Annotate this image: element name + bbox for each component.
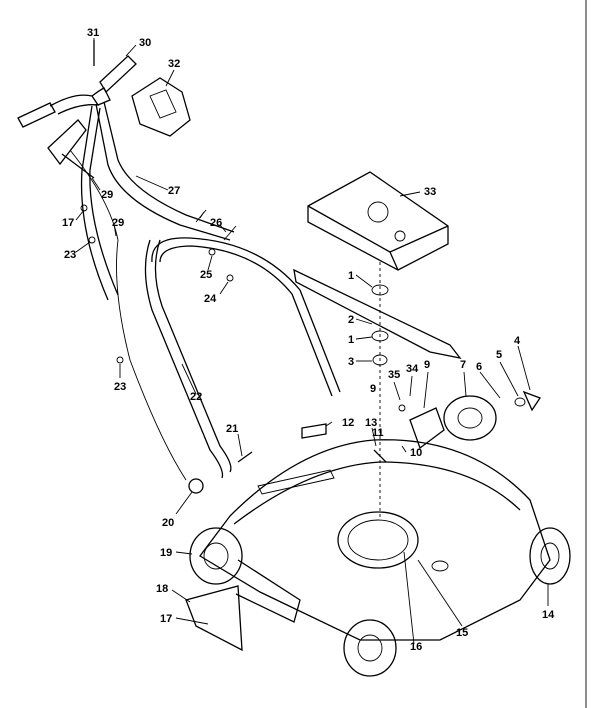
callout-9: 9	[424, 359, 430, 371]
callout-20: 20	[162, 517, 174, 529]
loose-wheel	[398, 390, 541, 450]
blade-assembly	[293, 262, 462, 520]
callout-3: 3	[348, 356, 354, 368]
mower-deck	[185, 423, 551, 652]
callout-34: 34	[406, 363, 419, 375]
callout-25: 25	[200, 269, 212, 281]
callout-14: 14	[542, 609, 555, 621]
callout-30: 30	[139, 37, 151, 49]
callout-4: 4	[514, 335, 521, 347]
callout-31: 31	[87, 27, 99, 39]
callout-2: 2	[348, 314, 354, 326]
deck-wheels	[189, 527, 571, 677]
callout-9: 9	[370, 383, 376, 395]
motor-box	[307, 171, 449, 271]
callout-15: 15	[456, 627, 468, 639]
callout-27: 27	[168, 185, 180, 197]
callout-33: 33	[424, 186, 436, 198]
callout-24: 24	[204, 293, 217, 305]
callout-26: 26	[210, 217, 222, 229]
callout-16: 16	[410, 641, 422, 653]
callout-1: 1	[348, 334, 354, 346]
callout-18: 18	[156, 583, 168, 595]
callout-29: 29	[112, 217, 124, 229]
callout-22: 22	[190, 391, 202, 403]
callout-6: 6	[476, 361, 482, 373]
callout-10: 10	[410, 447, 422, 459]
callout-19: 19	[160, 547, 172, 559]
callout-21: 21	[226, 423, 238, 435]
callout-23: 23	[114, 381, 126, 393]
callout-23: 23	[64, 249, 76, 261]
callout-5: 5	[496, 349, 502, 361]
callout-17: 17	[160, 613, 172, 625]
callout-35: 35	[388, 369, 400, 381]
callout-7: 7	[460, 359, 466, 371]
callout-1: 1	[348, 270, 354, 282]
callout-13: 13	[365, 417, 377, 429]
callout-11: 11	[372, 427, 384, 439]
callout-32: 32	[168, 58, 180, 70]
handle-assembly	[17, 40, 341, 494]
callout-17: 17	[62, 217, 74, 229]
callout-29: 29	[101, 189, 113, 201]
callout-labels: 31 30 32 29 27 17 29 23 26 25 24 33 1 2 …	[62, 27, 555, 653]
leader-lines	[75, 38, 549, 645]
callout-12: 12	[342, 417, 354, 429]
